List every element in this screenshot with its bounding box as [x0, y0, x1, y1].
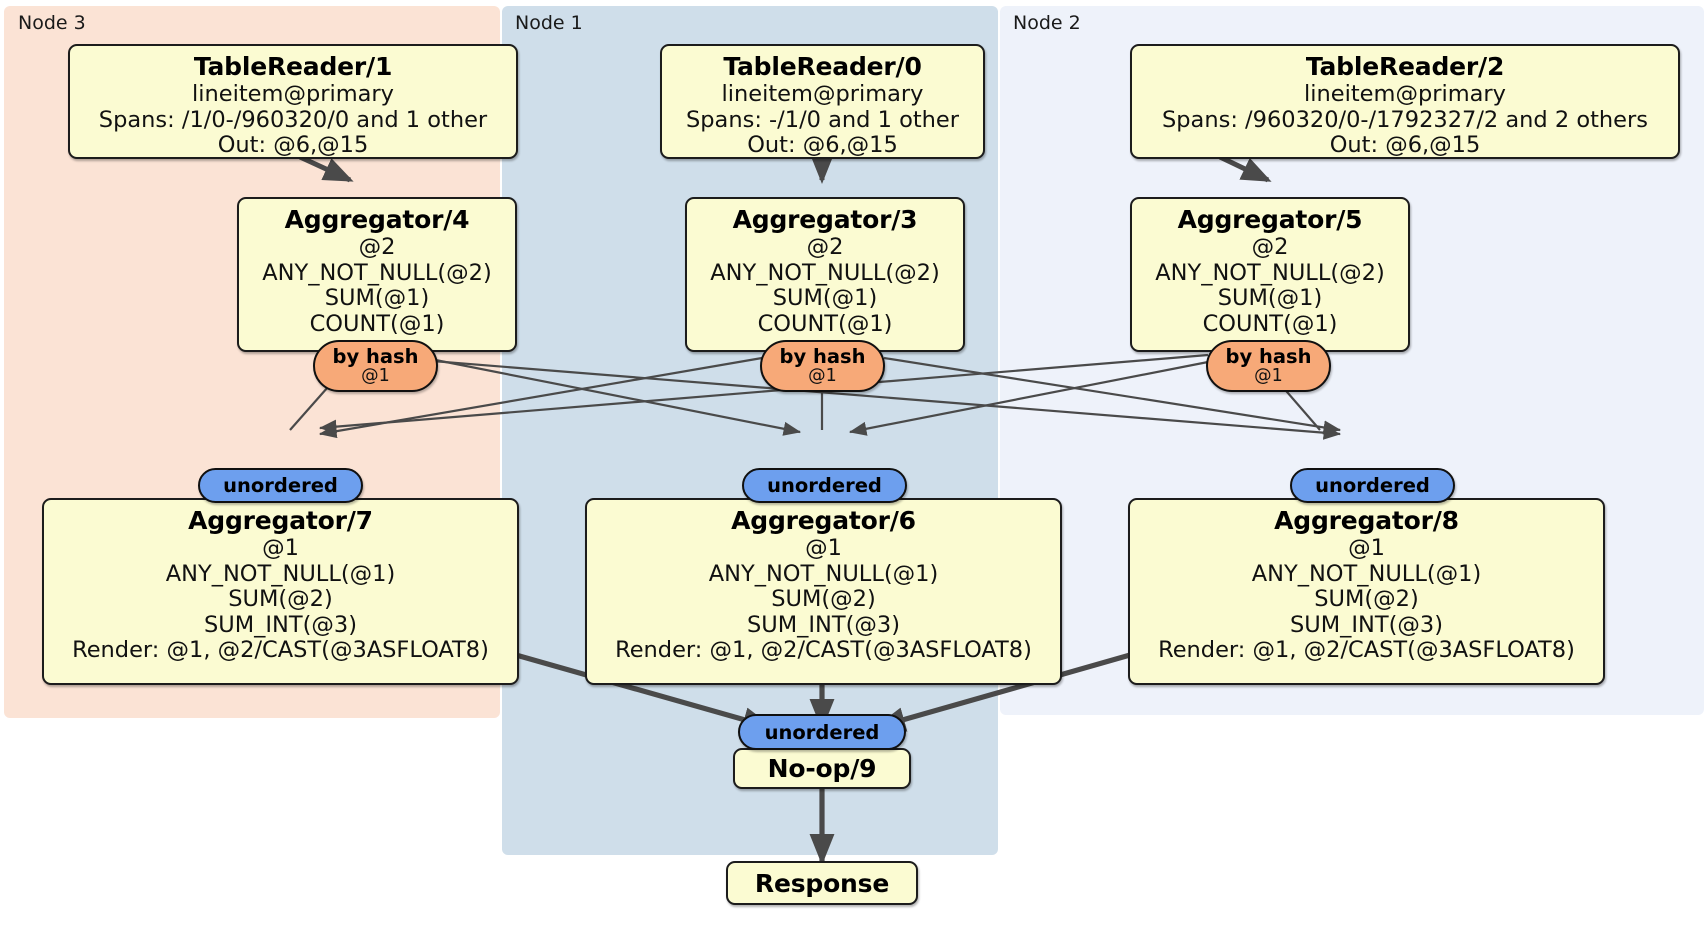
region-label-node-1: Node 1 — [515, 12, 583, 34]
processor-line: Spans: -/1/0 and 1 other — [685, 106, 960, 133]
processor-title: Aggregator/7 — [188, 506, 373, 535]
badge-unordered-left[interactable]: unordered — [198, 468, 363, 503]
processor-line: SUM_INT(@3) — [204, 611, 357, 638]
processor-title: TableReader/0 — [723, 52, 922, 81]
badge-by-hash-right[interactable]: by hash @1 — [1206, 340, 1331, 392]
processor-line: SUM(@1) — [772, 285, 878, 311]
processor-line: @2 — [806, 234, 844, 260]
processor-title: Aggregator/8 — [1274, 506, 1459, 535]
badge-unordered-mid[interactable]: unordered — [742, 468, 907, 503]
processor-line: ANY_NOT_NULL(@1) — [1251, 560, 1482, 587]
badge-sublabel: @1 — [361, 366, 390, 386]
processor-title: TableReader/1 — [193, 52, 393, 81]
processor-line: SUM(@2) — [1314, 586, 1419, 612]
processor-title: TableReader/2 — [1305, 52, 1505, 81]
processor-title: Aggregator/3 — [732, 205, 918, 234]
processor-line: lineitem@primary — [1304, 81, 1506, 107]
processor-title: Aggregator/4 — [284, 205, 470, 234]
processor-line: Spans: /1/0-/960320/0 and 1 other — [98, 106, 488, 133]
region-label-node-2: Node 2 — [1013, 12, 1081, 34]
processor-line: lineitem@primary — [721, 81, 924, 107]
processor-line: ANY_NOT_NULL(@1) — [708, 560, 939, 587]
processor-aggregator-6[interactable]: Aggregator/6 @1 ANY_NOT_NULL(@1) SUM(@2)… — [585, 498, 1062, 685]
processor-line: @1 — [262, 535, 299, 561]
badge-unordered-right[interactable]: unordered — [1290, 468, 1455, 503]
processor-aggregator-4[interactable]: Aggregator/4 @2 ANY_NOT_NULL(@2) SUM(@1)… — [237, 197, 517, 352]
badge-label: by hash — [1225, 345, 1312, 368]
processor-line: SUM(@2) — [228, 586, 333, 612]
processor-aggregator-3[interactable]: Aggregator/3 @2 ANY_NOT_NULL(@2) SUM(@1)… — [685, 197, 965, 352]
processor-line: @2 — [358, 234, 396, 260]
processor-line: COUNT(@1) — [757, 310, 893, 337]
processor-line: Out: @6,@15 — [1329, 132, 1481, 158]
processor-table-reader-1[interactable]: TableReader/1 lineitem@primary Spans: /1… — [68, 44, 518, 159]
processor-line: SUM(@1) — [1217, 285, 1323, 311]
processor-line: SUM_INT(@3) — [1290, 611, 1443, 638]
processor-line: Render: @1, @2/CAST(@3ASFLOAT8) — [615, 637, 1032, 663]
processor-line: lineitem@primary — [192, 81, 394, 107]
processor-line: ANY_NOT_NULL(@1) — [165, 560, 396, 587]
badge-sublabel: @1 — [1254, 366, 1283, 386]
processor-line: ANY_NOT_NULL(@2) — [262, 259, 492, 286]
processor-title: Aggregator/5 — [1177, 205, 1363, 234]
processor-line: Out: @6,@15 — [217, 132, 369, 158]
badge-label: unordered — [223, 474, 338, 497]
badge-sublabel: @1 — [808, 366, 837, 386]
processor-line: SUM_INT(@3) — [747, 611, 900, 638]
processor-line: Spans: /960320/0-/1792327/2 and 2 others — [1161, 106, 1648, 133]
processor-line: COUNT(@1) — [309, 310, 445, 337]
processor-title: Response — [754, 868, 890, 898]
badge-by-hash-left[interactable]: by hash @1 — [313, 340, 438, 392]
processor-line: Render: @1, @2/CAST(@3ASFLOAT8) — [1158, 637, 1575, 663]
badge-label: unordered — [1315, 474, 1430, 497]
processor-line: SUM(@1) — [324, 285, 430, 311]
badge-label: unordered — [767, 474, 882, 497]
processor-table-reader-2[interactable]: TableReader/2 lineitem@primary Spans: /9… — [1130, 44, 1680, 159]
badge-unordered-final[interactable]: unordered — [738, 714, 906, 750]
badge-label: by hash — [332, 345, 419, 368]
processor-line: Render: @1, @2/CAST(@3ASFLOAT8) — [72, 637, 489, 663]
processor-line: ANY_NOT_NULL(@2) — [1155, 259, 1385, 286]
processor-line: COUNT(@1) — [1202, 310, 1338, 337]
processor-title: Aggregator/6 — [731, 506, 916, 535]
badge-by-hash-mid[interactable]: by hash @1 — [760, 340, 885, 392]
processor-aggregator-8[interactable]: Aggregator/8 @1 ANY_NOT_NULL(@1) SUM(@2)… — [1128, 498, 1605, 685]
processor-line: Out: @6,@15 — [747, 132, 898, 158]
processor-title: No-op/9 — [767, 754, 877, 783]
badge-label: by hash — [779, 345, 866, 368]
processor-aggregator-5[interactable]: Aggregator/5 @2 ANY_NOT_NULL(@2) SUM(@1)… — [1130, 197, 1410, 352]
processor-table-reader-0[interactable]: TableReader/0 lineitem@primary Spans: -/… — [660, 44, 985, 159]
processor-line: SUM(@2) — [771, 586, 876, 612]
processor-line: @1 — [1348, 535, 1385, 561]
region-label-node-3: Node 3 — [18, 12, 86, 34]
processor-noop-9[interactable]: No-op/9 — [733, 748, 911, 789]
processor-aggregator-7[interactable]: Aggregator/7 @1 ANY_NOT_NULL(@1) SUM(@2)… — [42, 498, 519, 685]
processor-line: @2 — [1251, 234, 1289, 260]
processor-line: ANY_NOT_NULL(@2) — [710, 259, 940, 286]
badge-label: unordered — [764, 720, 880, 744]
processor-response[interactable]: Response — [726, 861, 918, 905]
processor-line: @1 — [805, 535, 842, 561]
